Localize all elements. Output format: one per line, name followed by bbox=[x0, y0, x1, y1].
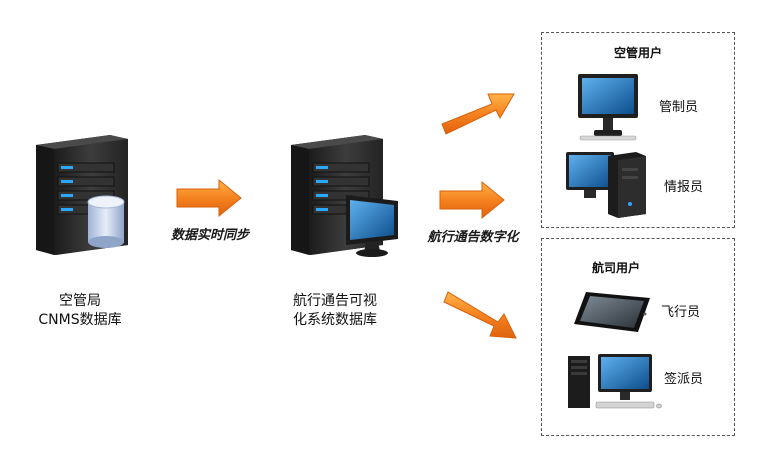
digitize-label: 航行通告数字化 bbox=[427, 230, 519, 245]
role-intelligence-officer: 情报员 bbox=[664, 180, 704, 195]
atc-user-group bbox=[541, 32, 735, 228]
role-pilot: 飞行员 bbox=[661, 305, 701, 320]
arrow-up-right-icon bbox=[441, 93, 515, 135]
sync-label: 数据实时同步 bbox=[170, 228, 249, 243]
arrow-right-icon bbox=[439, 180, 505, 220]
sync-arrow-icon bbox=[176, 178, 242, 218]
airline-group-title: 航司用户 bbox=[591, 261, 640, 275]
airline-user-group bbox=[541, 238, 735, 436]
database-icon bbox=[87, 195, 125, 248]
role-controller: 管制员 bbox=[659, 100, 699, 115]
monitor-icon bbox=[578, 74, 638, 141]
arrow-down-right-icon bbox=[443, 291, 517, 339]
desktop-computer-icon bbox=[568, 354, 663, 409]
monitor-icon bbox=[346, 195, 398, 257]
role-dispatcher: 签派员 bbox=[664, 372, 704, 387]
middle-line1: 航行通告可视 bbox=[293, 293, 377, 309]
tablet-icon bbox=[574, 292, 650, 332]
source-line1: 空管局 bbox=[59, 293, 101, 309]
source-line2: CNMS数据库 bbox=[38, 312, 122, 328]
atc-group-title: 空管用户 bbox=[613, 46, 662, 60]
desktop-computer-icon bbox=[566, 152, 646, 218]
middle-line2: 化系统数据库 bbox=[293, 312, 377, 328]
